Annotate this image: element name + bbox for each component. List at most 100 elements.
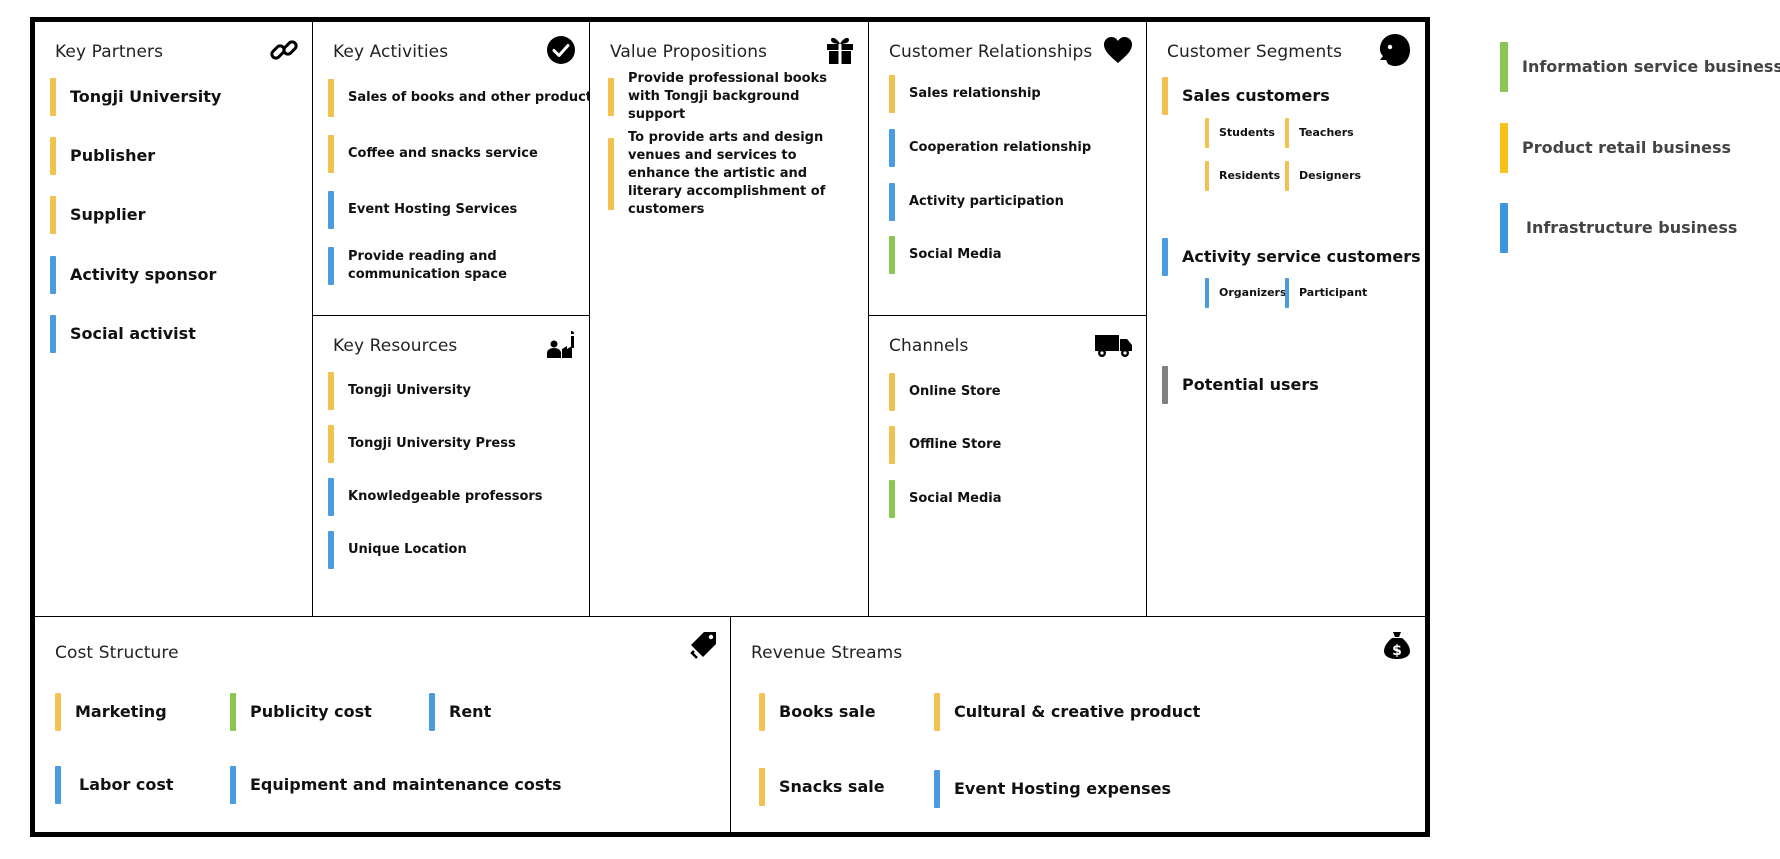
list-item: Supplier — [50, 196, 146, 234]
key-partners-title: Key Partners — [55, 42, 164, 62]
list-item: Provide professional books with Tongji b… — [608, 71, 836, 122]
color-marker — [230, 766, 236, 804]
list-item: Unique Location — [328, 531, 467, 569]
heart-icon — [1102, 34, 1134, 66]
color-marker — [1205, 118, 1209, 148]
color-marker — [608, 138, 614, 210]
list-item: Event Hosting Services — [328, 191, 517, 229]
color-marker — [328, 425, 334, 463]
color-marker — [55, 693, 61, 731]
color-marker — [50, 256, 56, 294]
color-marker — [328, 79, 334, 117]
list-item: Provide reading and communication space — [328, 247, 528, 285]
color-marker — [1500, 123, 1508, 173]
color-marker — [889, 129, 895, 167]
legend-item: Infrastructure business — [1500, 203, 1780, 253]
color-marker — [934, 693, 940, 731]
cost-structure-block: Cost Structure Marketing Publicity cost … — [34, 616, 731, 833]
list-item: Event Hosting expenses — [934, 770, 1171, 808]
list-item: Offline Store — [889, 426, 1001, 464]
sub-segment: Residents — [1205, 161, 1280, 191]
list-item: To provide arts and design venues and se… — [608, 130, 836, 217]
color-marker — [1285, 118, 1289, 148]
customer-relationships-title: Customer Relationships — [889, 42, 1093, 62]
legend: Information service business Product ret… — [1500, 42, 1780, 253]
color-marker — [934, 770, 940, 808]
sub-segment: Organizers — [1205, 278, 1287, 308]
segment-sales-customers: Sales customers — [1162, 77, 1330, 115]
color-marker — [1500, 42, 1508, 92]
color-marker — [328, 135, 334, 173]
value-propositions-title: Value Propositions — [610, 42, 768, 62]
color-marker — [1285, 278, 1289, 308]
sub-segment: Students — [1205, 118, 1275, 148]
color-marker — [759, 693, 765, 731]
color-marker — [608, 78, 614, 116]
list-item: Activity participation — [889, 183, 1064, 221]
list-item: Equipment and maintenance costs — [230, 766, 562, 804]
color-marker — [50, 137, 56, 175]
list-item: Cooperation relationship — [889, 129, 1091, 167]
link-icon — [268, 34, 300, 66]
segment-activity-customers: Activity service customers — [1162, 238, 1421, 276]
face-icon — [1377, 32, 1413, 68]
color-marker — [889, 236, 895, 274]
color-marker — [328, 247, 334, 285]
color-marker — [1162, 77, 1168, 115]
truck-icon — [1094, 328, 1134, 360]
color-marker — [1285, 161, 1289, 191]
list-item: Publicity cost — [230, 693, 372, 731]
list-item: Online Store — [889, 373, 1001, 411]
color-marker — [1162, 366, 1168, 404]
list-item: Publisher — [50, 137, 155, 175]
color-marker — [1205, 161, 1209, 191]
channels-title: Channels — [889, 336, 969, 356]
sub-segment: Designers — [1285, 161, 1361, 191]
list-item: Sales of books and other products — [328, 79, 600, 117]
list-item: Activity sponsor — [50, 256, 216, 294]
svg-text:$: $ — [1392, 643, 1402, 659]
sub-segment: Participant — [1285, 278, 1367, 308]
list-item: Tongji University — [50, 78, 221, 116]
color-marker — [889, 183, 895, 221]
list-item: Social Media — [889, 480, 1002, 518]
color-marker — [1500, 203, 1508, 253]
color-marker — [55, 766, 61, 804]
color-marker — [759, 768, 765, 806]
key-activities-title: Key Activities — [333, 42, 449, 62]
legend-item: Product retail business — [1500, 123, 1780, 173]
value-propositions-block: Value Propositions Provide professional … — [589, 21, 869, 617]
color-marker — [328, 531, 334, 569]
list-item: Social activist — [50, 315, 196, 353]
factory-worker-icon — [545, 328, 577, 360]
color-marker — [1205, 278, 1209, 308]
color-marker — [328, 478, 334, 516]
revenue-streams-block: Revenue Streams $ Books sale Cultural & … — [730, 616, 1426, 833]
money-bag-icon: $ — [1381, 629, 1413, 661]
price-tag-icon — [688, 629, 720, 661]
color-marker — [328, 191, 334, 229]
color-marker — [50, 78, 56, 116]
checkmark-icon — [545, 34, 577, 66]
list-item: Rent — [429, 693, 491, 731]
cost-structure-title: Cost Structure — [55, 643, 179, 663]
color-marker — [889, 480, 895, 518]
key-activities-block: Key Activities Sales of books and other … — [312, 21, 600, 316]
list-item: Coffee and snacks service — [328, 135, 538, 173]
list-item: Snacks sale — [759, 768, 885, 806]
business-model-canvas: Key Partners Tongji University Publisher… — [30, 17, 1430, 837]
color-marker — [1162, 238, 1168, 276]
color-marker — [889, 75, 895, 113]
color-marker — [230, 693, 236, 731]
key-partners-block: Key Partners Tongji University Publisher… — [34, 21, 313, 617]
color-marker — [889, 373, 895, 411]
list-item: Cultural & creative product — [934, 693, 1200, 731]
color-marker — [429, 693, 435, 731]
list-item: Marketing — [55, 693, 167, 731]
list-item: Tongji University — [328, 372, 471, 410]
list-item: Labor cost — [55, 766, 174, 804]
key-resources-block: Key Resources Tongji University Tongji U… — [312, 315, 590, 617]
customer-segments-block: Customer Segments Sales customers Studen… — [1146, 21, 1426, 617]
segment-potential-users: Potential users — [1162, 366, 1319, 404]
list-item: Knowledgeable professors — [328, 478, 543, 516]
